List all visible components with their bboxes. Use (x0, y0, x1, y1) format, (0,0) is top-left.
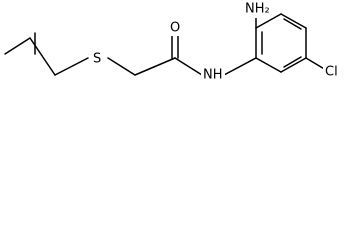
chemical-structure-diagram: S O NH NH₂ Cl (4, 0, 347, 83)
bond-ch2-carbonyl (134, 57, 176, 76)
bond-ch2-sulfur (54, 57, 89, 76)
ring-bond-5 (280, 57, 307, 73)
bond-methyl-1 (4, 37, 31, 55)
ring-bond-3 (280, 13, 307, 29)
amino-label-background (243, 0, 273, 18)
chloro-label-background (323, 64, 347, 80)
oxygen-atom-label: O (170, 21, 180, 36)
bond-isobutyl-ch2 (29, 37, 56, 76)
ring-bond-2 (255, 13, 282, 29)
structure-canvas: S O NH NH₂ Cl (0, 0, 360, 107)
bond-nitrogen-ring (223, 57, 257, 76)
bond-carbonyl-nitrogen (174, 57, 203, 76)
oxygen-label-background (168, 20, 184, 36)
sulfur-atom-label: S (93, 52, 101, 67)
ring-inner-bond-2 (283, 18, 302, 30)
amide-nitrogen-label-background (201, 67, 225, 83)
ring-bond-6 (255, 57, 282, 73)
ring-inner-bond-3 (283, 56, 302, 68)
chloro-atom-label: Cl (325, 65, 338, 80)
bond-sulfur-ch2 (107, 57, 136, 76)
bond-ring-chloro (305, 57, 327, 71)
amino-group-label: NH₂ (245, 2, 270, 17)
sulfur-label-background (91, 51, 105, 67)
amide-nitrogen-atom-label: NH (203, 68, 223, 83)
